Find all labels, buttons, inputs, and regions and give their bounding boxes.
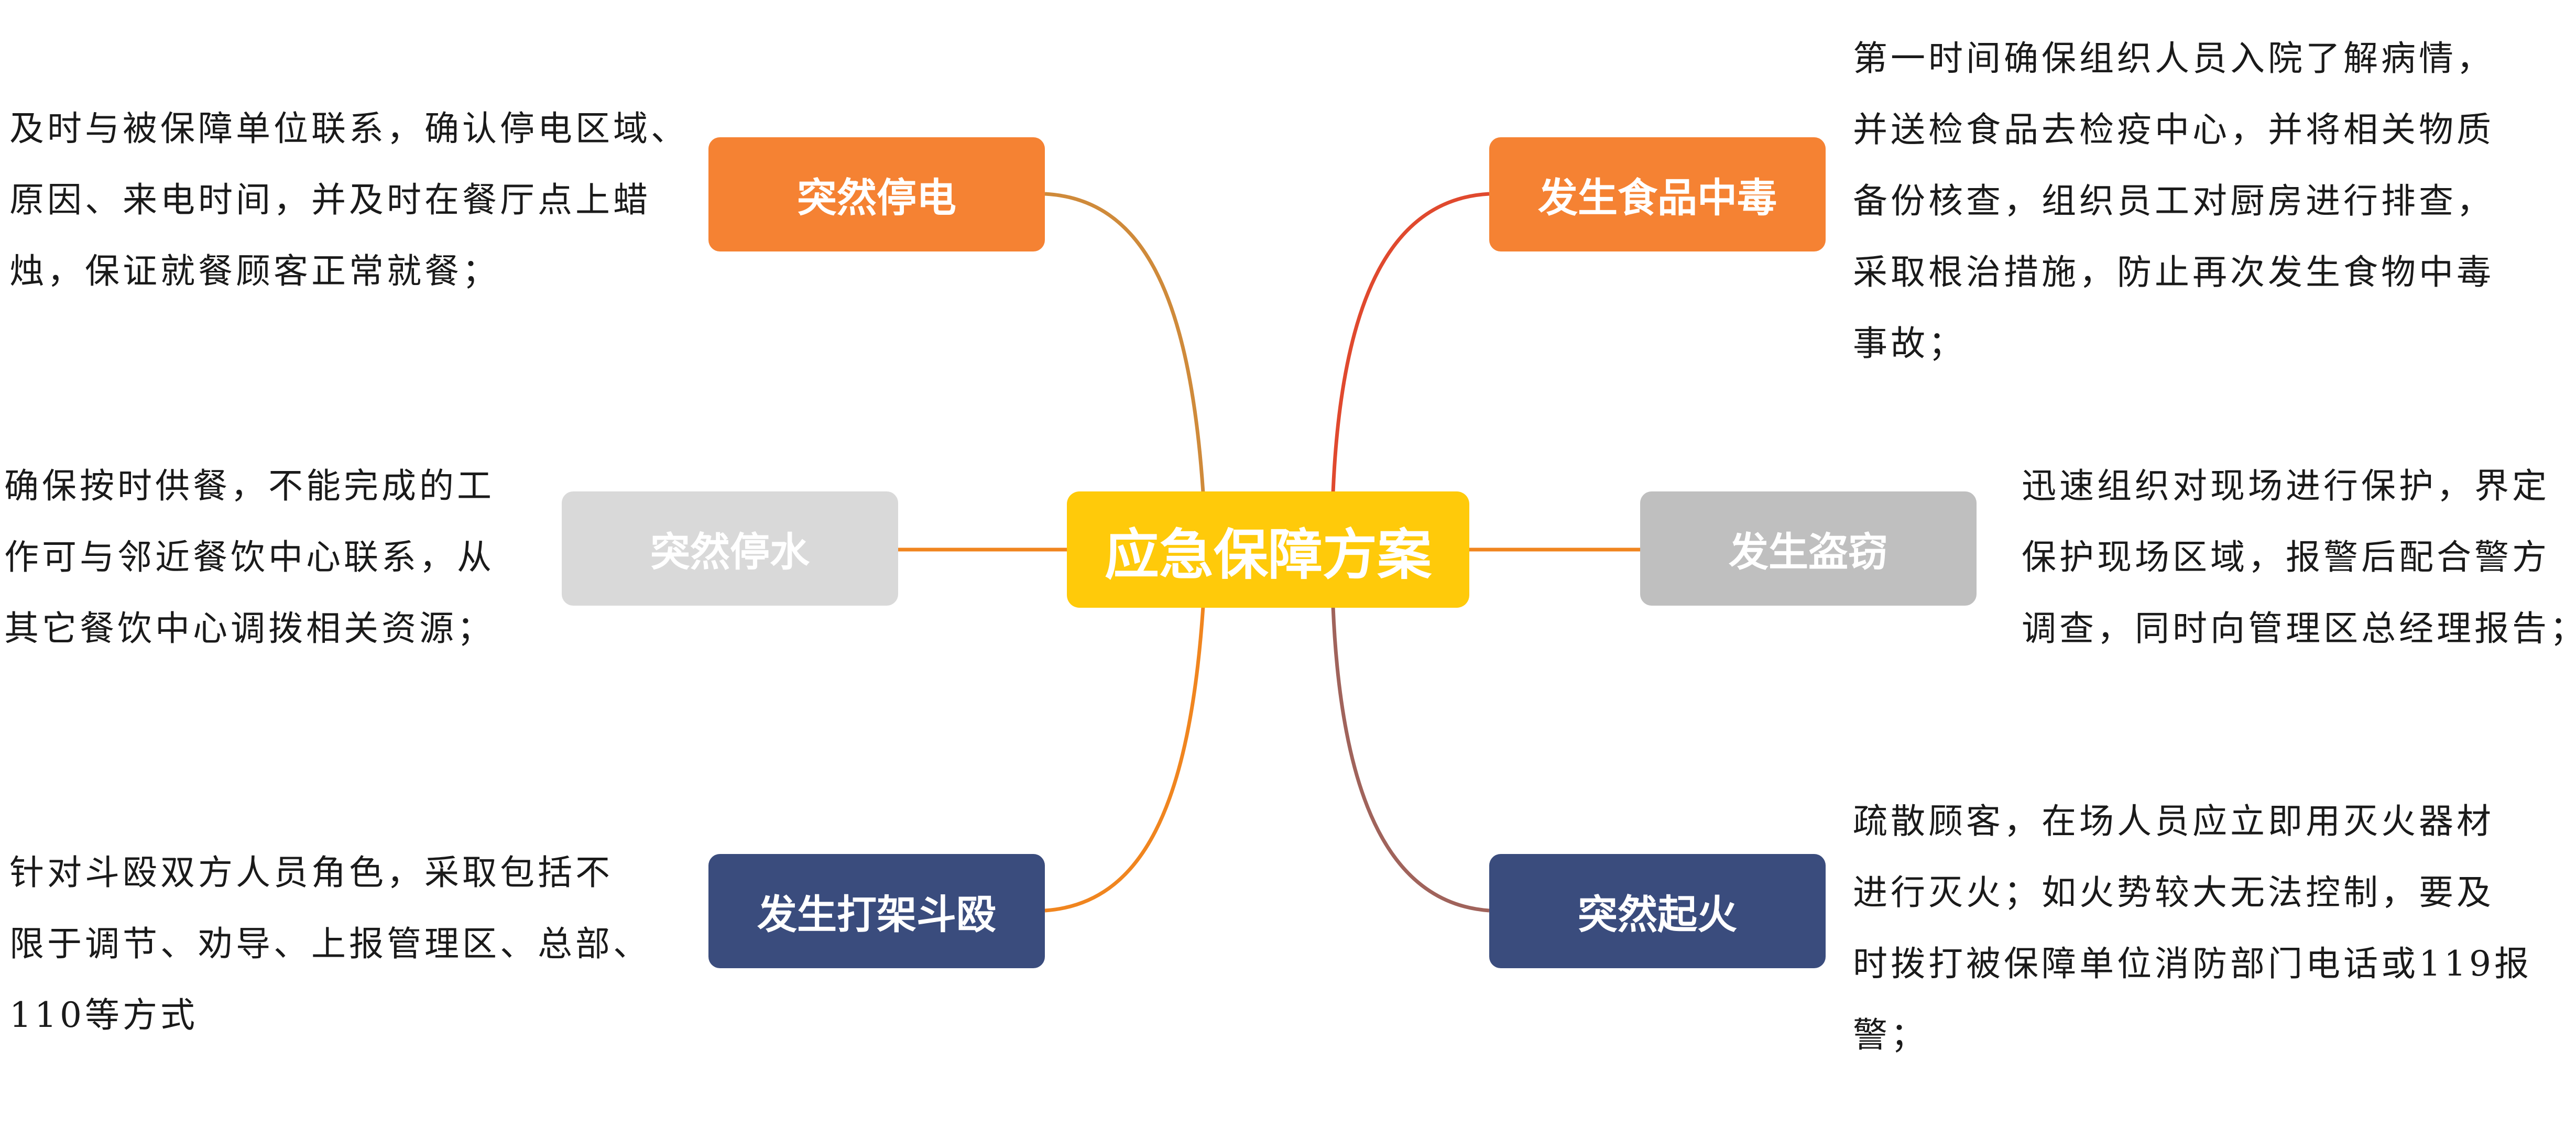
description-line: 针对斗殴双方人员角色，采取包括不 [9, 852, 613, 893]
description-line: 110等方式 [9, 995, 198, 1035]
connector-outage [1044, 192, 1205, 493]
description-power-outage: 及时与被保障单位联系，确认停电区域、 原因、来电时间，并及时在餐厅点上蜡 烛，保… [9, 93, 696, 307]
topic-power-outage[interactable]: 突然停电 [708, 137, 1045, 251]
topic-fire[interactable]: 突然起火 [1489, 854, 1826, 968]
description-line: 作可与邻近餐饮中心联系，从 [4, 537, 495, 577]
connector-fire [1331, 606, 1490, 913]
description-line: 备份核查，组织员工对厨房进行排查， [1853, 181, 2494, 221]
description-fight: 针对斗殴双方人员角色，采取包括不 限于调节、劝导、上报管理区、总部、 110等方… [9, 837, 696, 1051]
connector-poison [1331, 192, 1490, 493]
description-line: 烛，保证就餐顾客正常就餐； [9, 251, 500, 291]
description-line: 进行灭火；如火势较大无法控制，要及 [1853, 872, 2494, 913]
topic-theft[interactable]: 发生盗窃 [1640, 491, 1977, 606]
description-line: 调查，同时向管理区总经理报告； [2022, 608, 2576, 649]
description-line: 保护现场区域，报警后配合警方 [2022, 537, 2550, 577]
description-line: 事故； [1853, 323, 1966, 364]
description-line: 原因、来电时间，并及时在餐厅点上蜡 [9, 180, 651, 220]
topic-food-poisoning[interactable]: 发生食品中毒 [1489, 137, 1826, 251]
description-line: 其它餐饮中心调拨相关资源； [4, 608, 495, 649]
description-line: 迅速组织对现场进行保护，界定 [2022, 466, 2550, 506]
description-fire: 疏散顾客，在场人员应立即用灭火器材 进行灭火；如火势较大无法控制，要及 时拨打被… [1853, 786, 2571, 1071]
description-line: 及时与被保障单位联系，确认停电区域、 [9, 108, 689, 149]
description-line: 采取根治措施，防止再次发生食物中毒 [1853, 252, 2494, 292]
connector-fight [1044, 606, 1205, 913]
description-food-poisoning: 第一时间确保组织人员入院了解病情， 并送检食品去检疫中心，并将相关物质 备份核查… [1853, 23, 2571, 379]
description-line: 时拨打被保障单位消防部门电话或119报 [1853, 944, 2532, 984]
description-water-outage: 确保按时供餐，不能完成的工 作可与邻近餐饮中心联系，从 其它餐饮中心调拨相关资源… [4, 451, 549, 664]
topic-fight[interactable]: 发生打架斗殴 [708, 854, 1045, 968]
central-topic[interactable]: 应急保障方案 [1067, 491, 1469, 608]
description-line: 并送检食品去检疫中心，并将相关物质 [1853, 109, 2494, 150]
description-line: 确保按时供餐，不能完成的工 [4, 466, 495, 506]
description-line: 疏散顾客，在场人员应立即用灭火器材 [1853, 801, 2494, 841]
description-line: 限于调节、劝导、上报管理区、总部、 [9, 924, 651, 964]
description-line: 警； [1853, 1015, 1928, 1055]
description-theft: 迅速组织对现场进行保护，界定 保护现场区域，报警后配合警方 调查，同时向管理区总… [2022, 451, 2576, 664]
topic-water-outage[interactable]: 突然停水 [562, 491, 898, 606]
description-line: 第一时间确保组织人员入院了解病情， [1853, 38, 2494, 79]
